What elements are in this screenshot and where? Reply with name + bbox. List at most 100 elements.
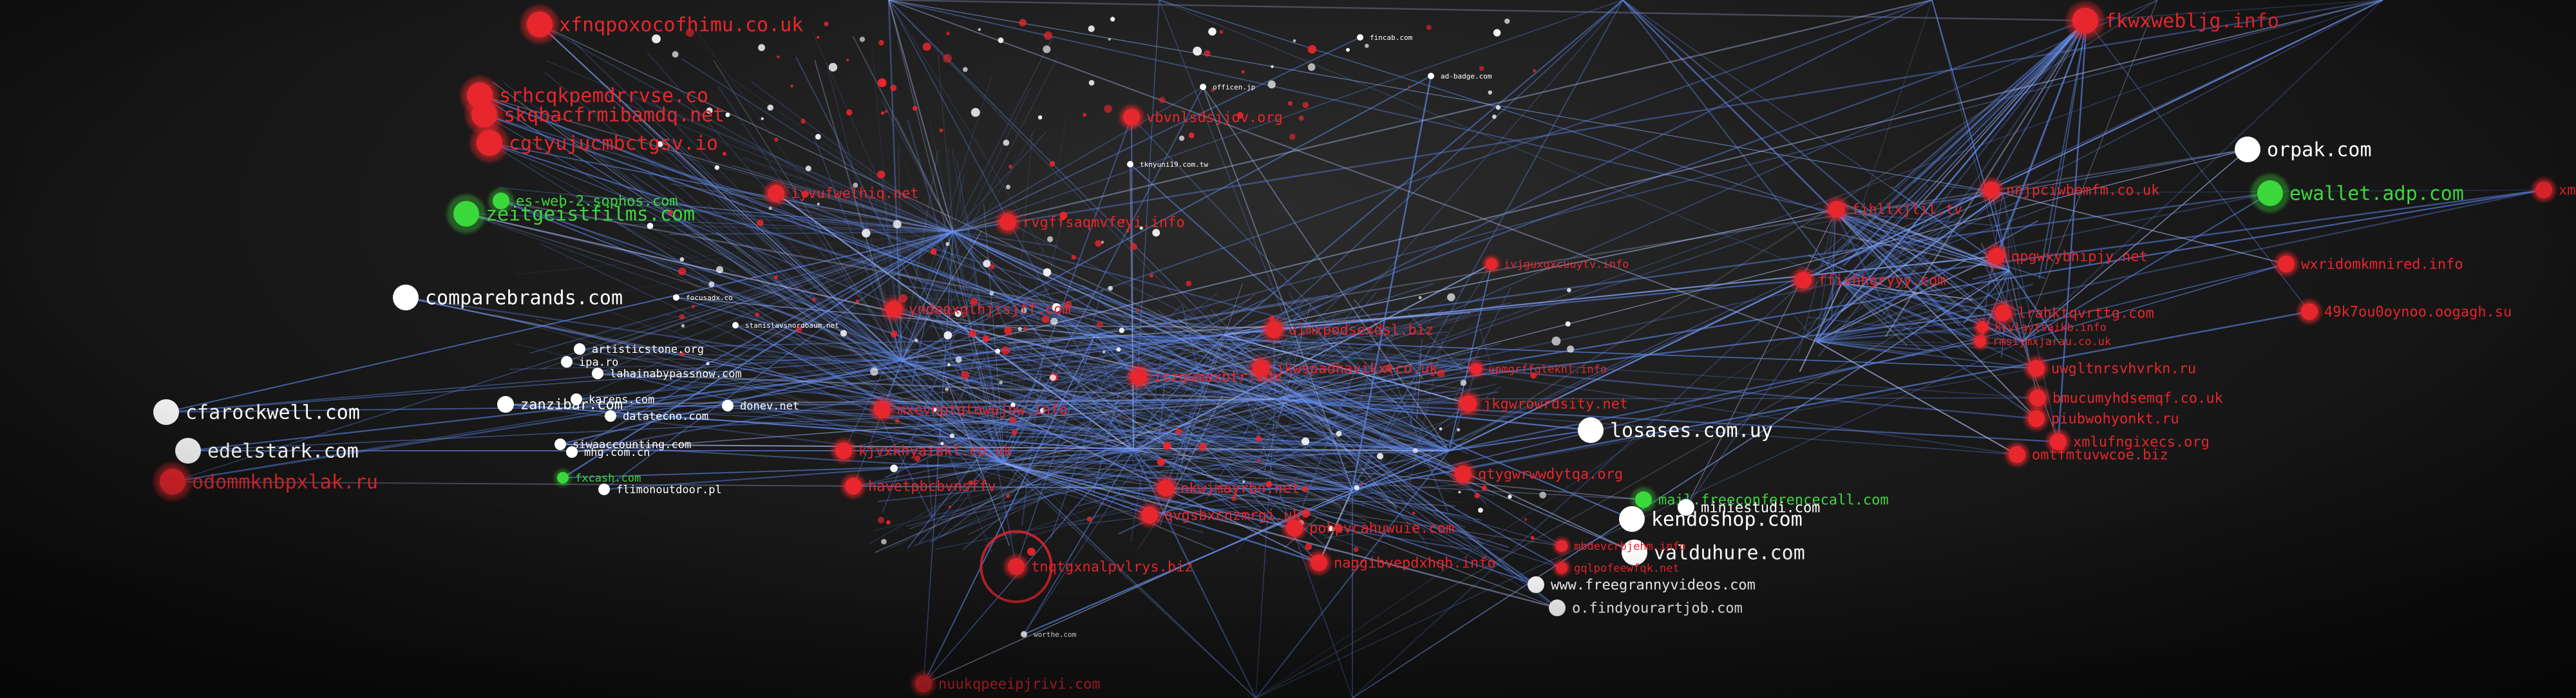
edge <box>1448 0 2158 452</box>
minor-node <box>1096 321 1103 328</box>
node-malicious[interactable]: rmsiymxjarau.co.uk <box>1971 332 2112 350</box>
node-label: xmfafdvdr.net <box>2559 183 2576 199</box>
minor-node <box>1412 448 1418 454</box>
node-label: piubwohyonkt.ru <box>2051 411 2179 428</box>
minor-node <box>1301 509 1311 518</box>
minor-node <box>828 62 838 72</box>
minor-node <box>815 134 821 140</box>
minor-node <box>1336 431 1342 437</box>
edge <box>901 0 2383 362</box>
minor-node <box>939 128 943 133</box>
minor-node <box>1301 437 1310 446</box>
minor-node <box>777 55 780 59</box>
node-benign[interactable]: officen.jp <box>1200 83 1255 91</box>
node-label: skqbacfrmibamdq.net <box>504 104 724 127</box>
node-label: cfarockwell.com <box>185 402 360 424</box>
node-malicious[interactable]: 49k7ou0oynoo.oogagh.su <box>2297 299 2512 325</box>
minor-node <box>1305 543 1312 551</box>
node-malicious[interactable]: rvgffsaqmvfeyi.info <box>995 209 1185 235</box>
node-malicious[interactable]: bmucumyhdsemqf.co.uk <box>2025 385 2223 411</box>
node-malicious[interactable]: wxridomkmnired.info <box>2273 251 2463 277</box>
minor-node <box>1175 428 1182 435</box>
node-dot <box>554 439 566 450</box>
minor-node <box>1018 326 1022 331</box>
node-label: losases.com.uy <box>1610 420 1773 442</box>
node-malicious[interactable]: nuukqpeeipjrivi.com <box>911 671 1101 697</box>
edge <box>888 0 2087 22</box>
node-benign[interactable]: lahainabypassnow.com <box>592 368 742 381</box>
node-malicious[interactable]: vbvnlsdsjjov.org <box>1119 104 1283 130</box>
node-malicious[interactable]: gqlpofeewfqk.net <box>1553 559 1680 577</box>
node-label: qpgwxybhipjy.net <box>2011 249 2148 265</box>
node-malicious[interactable]: mbdevcrbjehm.info <box>1553 537 1687 555</box>
node-malicious[interactable]: ivjguxqxcuuytv.info <box>1482 255 1629 273</box>
edge <box>1841 283 1920 350</box>
minor-node <box>1043 31 1053 40</box>
node-label: flimonoutdoor.pl <box>616 484 722 496</box>
node-malicious[interactable]: odommknbpxlak.ru <box>153 462 378 501</box>
minor-node <box>1102 350 1106 354</box>
node-benign[interactable]: ipa.ro <box>561 356 618 369</box>
node-dot <box>1157 480 1174 496</box>
node-benign[interactable]: siwaaccounting.com <box>554 439 691 451</box>
minor-node <box>1354 485 1359 491</box>
minor-node <box>1149 273 1153 278</box>
minor-node <box>881 538 887 545</box>
node-label: ivjguxqxcuuytv.info <box>1504 258 1629 271</box>
node-malicious[interactable]: xmfafdvdr.net <box>2531 177 2576 203</box>
edge <box>1004 463 1256 698</box>
minor-node <box>1533 69 1537 73</box>
node-dot <box>1976 321 1988 333</box>
minor-node <box>1365 43 1369 48</box>
edge <box>750 80 954 232</box>
minor-node <box>870 229 873 232</box>
minor-node <box>767 104 773 111</box>
minor-node <box>1479 66 1484 71</box>
node-benign[interactable]: losases.com.uy <box>1578 417 1773 443</box>
minor-node <box>1005 184 1011 189</box>
node-dot <box>2009 446 2025 463</box>
node-dot <box>453 201 479 227</box>
node-malicious[interactable]: qtygwrwwdytqa.org <box>1450 461 1624 487</box>
node-malicious[interactable]: naggibvepdxhqh.info <box>1306 550 1496 576</box>
minor-node <box>1293 39 1296 42</box>
minor-node <box>1474 493 1480 498</box>
minor-node <box>725 112 730 117</box>
node-dot <box>1828 201 1845 218</box>
node-malicious[interactable]: pohpvcahuwuie.com <box>1282 515 1455 541</box>
minor-node <box>922 42 931 52</box>
minor-node <box>963 67 968 72</box>
minor-node <box>1208 27 1217 36</box>
minor-node <box>1241 70 1245 74</box>
node-malicious[interactable]: cgtyujucmbctgsv.io <box>470 124 718 162</box>
node-benign[interactable]: comparebrands.com <box>393 285 623 310</box>
minor-node <box>1504 18 1510 24</box>
node-benign[interactable]: artisticstone.org <box>574 343 704 356</box>
minor-node <box>1001 346 1010 355</box>
node-label: edelstark.com <box>207 440 359 463</box>
node-trusted[interactable]: ewallet.adp.com <box>2251 174 2464 212</box>
minor-node <box>1353 547 1359 552</box>
node-benign[interactable]: fincab.com <box>1357 33 1413 42</box>
minor-node <box>1086 516 1092 522</box>
edge <box>888 0 1836 213</box>
minor-node <box>1508 495 1512 499</box>
node-benign[interactable]: flimonoutdoor.pl <box>598 484 722 496</box>
node-label: iszgwmaxbtr.com <box>1153 370 1282 386</box>
node-dot <box>768 185 784 202</box>
node-dot <box>886 301 902 317</box>
minor-node <box>971 108 980 117</box>
node-benign[interactable]: ad-badge.com <box>1428 72 1492 80</box>
node-label: iyvufwelhiq.net <box>791 186 919 202</box>
node-benign[interactable]: www.freegrannyvideos.com <box>1528 576 1756 594</box>
node-benign[interactable]: o.findyourartjob.com <box>1549 599 1743 617</box>
minor-node <box>1307 63 1316 71</box>
node-benign[interactable]: stanislavsnordbaum.net <box>732 321 839 330</box>
node-malicious[interactable]: tnqtgxnalpvlrys.biz <box>980 530 1193 603</box>
minor-node <box>1071 254 1076 260</box>
node-malicious[interactable]: upmgrffglekhl.info <box>1467 360 1607 378</box>
node-benign[interactable]: orpak.com <box>2235 137 2372 162</box>
minor-node <box>1110 17 1115 22</box>
node-dot <box>1988 248 2005 265</box>
